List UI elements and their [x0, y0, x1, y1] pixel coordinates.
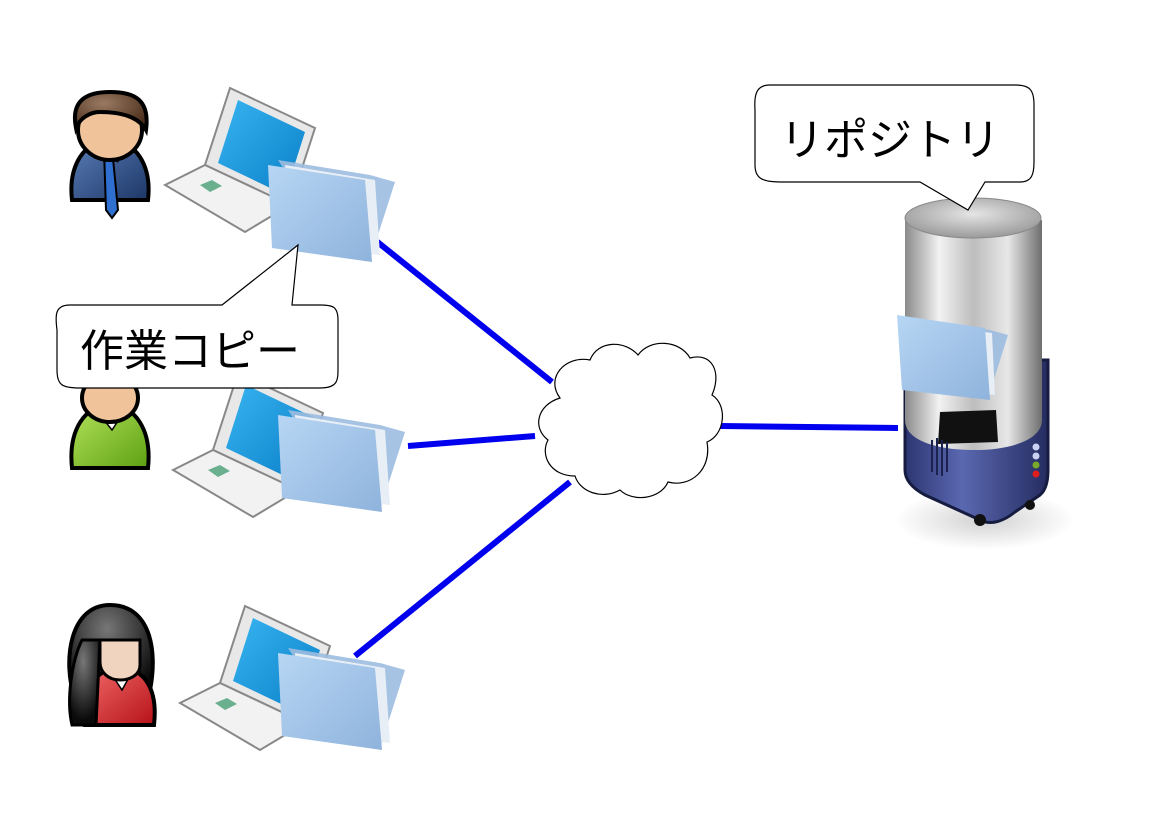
- server-vent-icon: [931, 438, 948, 476]
- folder-icon-working-copy-2: [278, 410, 405, 512]
- connection-line-user-1: [373, 237, 554, 385]
- connections: [353, 237, 899, 659]
- user-avatar-man-with-tie-icon: [69, 89, 151, 220]
- folder-icon-working-copy-3: [278, 648, 405, 750]
- user-avatar-woman-red-shirt-icon: [67, 602, 157, 727]
- folder-icon-repository: [897, 315, 1008, 400]
- user-avatar-person-green-shirt-icon: [69, 372, 151, 470]
- connection-line-server: [719, 423, 899, 431]
- callout-repository: リポジトリ: [754, 84, 1035, 211]
- status-lights: [1032, 443, 1040, 478]
- connection-line-user-2: [407, 433, 536, 449]
- connection-line-user-3: [353, 479, 572, 659]
- callout-working-copy: 作業コピー: [55, 243, 339, 389]
- label-working-copy: 作業コピー: [80, 326, 300, 377]
- cloud-icon: [538, 342, 724, 499]
- label-repository: リポジトリ: [780, 115, 1000, 166]
- folder-icon-working-copy-1: [268, 160, 395, 262]
